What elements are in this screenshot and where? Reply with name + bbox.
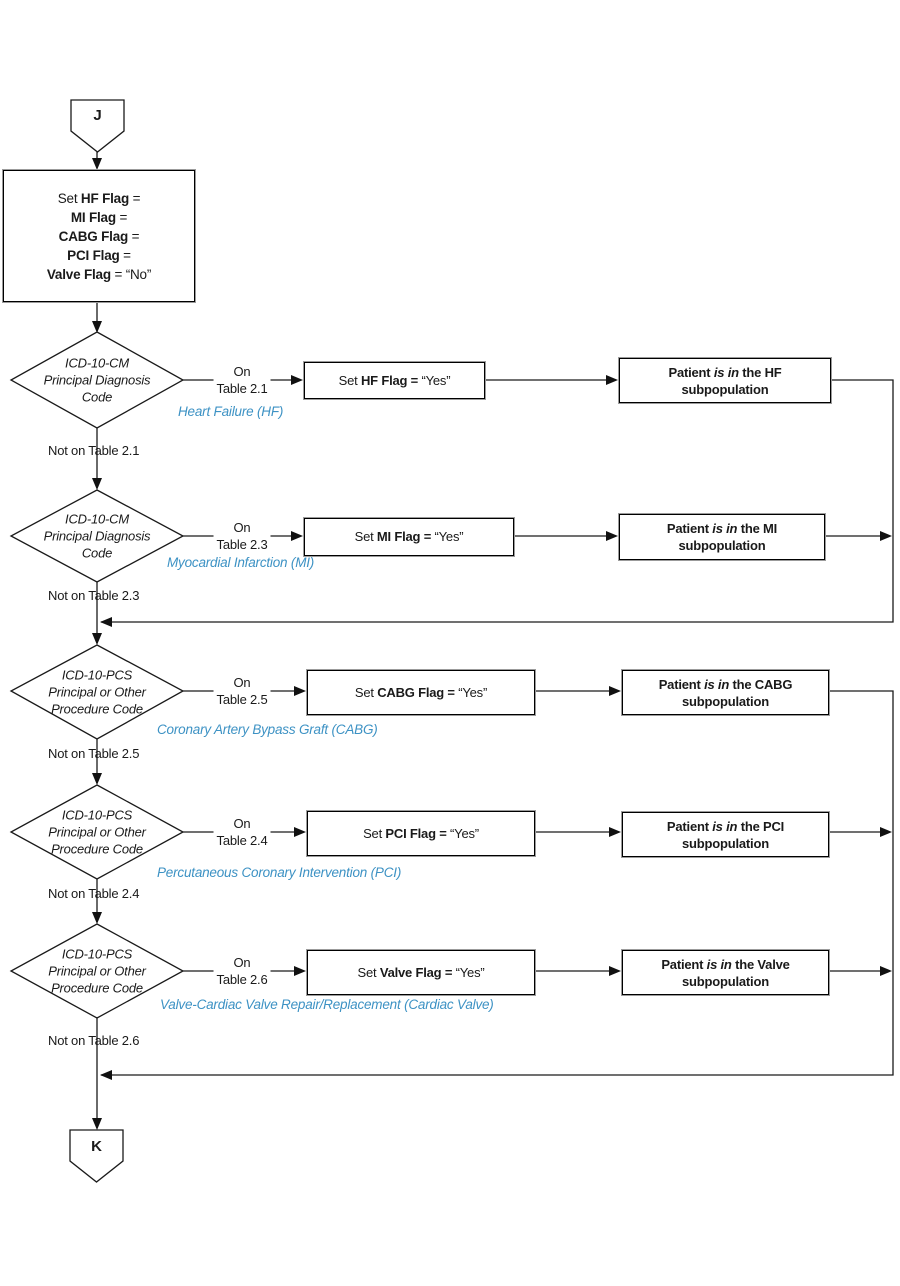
arrowhead	[100, 1070, 112, 1080]
decision-text-cabg: ICD-10-PCS Principal or Other Procedure …	[48, 667, 146, 717]
init-line-mi: MI Flag =	[70, 209, 128, 225]
arrowhead	[92, 1118, 102, 1130]
on-table-label-valve: On Table 2.6	[213, 954, 271, 988]
arrowhead	[291, 531, 303, 541]
set-hf-flag-box: Set HF Flag = “Yes”	[304, 362, 485, 399]
patient-hf-subpopulation-box: Patient is in the HF subpopulation	[619, 358, 831, 403]
set-cabg-flag-box: Set CABG Flag = “Yes”	[307, 670, 535, 715]
arrowhead	[92, 478, 102, 490]
rail-hf-mi-merge	[101, 379, 894, 623]
arrowhead	[606, 375, 618, 385]
arrowhead	[291, 375, 303, 385]
init-flags-box: Set HF Flag = MI Flag = CABG Flag = PCI …	[3, 170, 195, 302]
category-label-mi: Myocardial Infarction (MI)	[167, 555, 315, 570]
decision-diamond-2	[9, 489, 185, 583]
connector-lines	[96, 152, 894, 1128]
init-line-valve: Valve Flag = “No”	[46, 266, 152, 282]
decision-text-hf: ICD-10-CM Principal Diagnosis Code	[43, 355, 151, 405]
not-on-label-valve: Not on Table 2.6	[48, 1033, 140, 1048]
init-line-pci: PCI Flag =	[67, 247, 131, 263]
arrowhead	[92, 158, 102, 170]
category-label-pci: Percutaneous Coronary Intervention (PCI)	[157, 865, 402, 880]
arrowhead	[606, 531, 618, 541]
decision-diamond-3	[9, 644, 185, 740]
arrowhead	[609, 827, 621, 837]
not-on-label-mi: Not on Table 2.3	[48, 588, 140, 603]
arrowhead	[92, 633, 102, 645]
connector-j-label: J	[93, 107, 102, 124]
not-on-label-hf: Not on Table 2.1	[48, 443, 140, 458]
arrowhead	[92, 773, 102, 785]
arrowhead	[294, 966, 306, 976]
arrowhead	[880, 531, 892, 541]
arrowheads	[92, 158, 892, 1130]
off-page-connector-k-shape	[69, 1129, 124, 1183]
decision-diamond-1	[9, 331, 185, 429]
decision-diamond-5	[9, 923, 185, 1019]
init-line-hf: Set HF Flag =	[57, 190, 141, 206]
rail-cabg-pci-valve-merge	[101, 690, 894, 1076]
category-label-hf: Heart Failure (HF)	[178, 404, 284, 419]
set-pci-flag-box: Set PCI Flag = “Yes”	[307, 811, 535, 856]
patient-pci-subpopulation-box: Patient is in the PCI subpopulation	[622, 812, 829, 857]
arrowhead	[609, 686, 621, 696]
on-table-label-cabg: On Table 2.5	[213, 674, 271, 708]
not-on-label-cabg: Not on Table 2.5	[48, 746, 140, 761]
patient-cabg-subpopulation-box: Patient is in the CABG subpopulation	[622, 670, 829, 715]
arrowhead	[609, 966, 621, 976]
decision-diamond-4	[9, 784, 185, 880]
off-page-connector-j-shape	[70, 99, 125, 153]
arrowhead	[880, 966, 892, 976]
on-table-label-mi: On Table 2.3	[213, 519, 271, 553]
patient-mi-subpopulation-box: Patient is in the MI subpopulation	[619, 514, 825, 560]
node-shapes	[9, 99, 185, 1183]
not-on-label-pci: Not on Table 2.4	[48, 886, 140, 901]
on-table-label-pci: On Table 2.4	[213, 815, 271, 849]
decision-text-mi: ICD-10-CM Principal Diagnosis Code	[43, 511, 151, 561]
arrowhead	[294, 686, 306, 696]
decision-text-valve: ICD-10-PCS Principal or Other Procedure …	[48, 946, 146, 996]
on-table-label-hf: On Table 2.1	[213, 363, 271, 397]
arrowhead	[92, 321, 102, 333]
arrowhead	[294, 827, 306, 837]
connector-k-label: K	[91, 1138, 102, 1155]
arrowhead	[880, 827, 892, 837]
arrowhead	[92, 912, 102, 924]
set-valve-flag-box: Set Valve Flag = “Yes”	[307, 950, 535, 995]
init-line-cabg: CABG Flag =	[58, 228, 140, 244]
category-label-valve: Valve-Cardiac Valve Repair/Replacement (…	[160, 997, 494, 1012]
set-mi-flag-box: Set MI Flag = “Yes”	[304, 518, 514, 556]
category-label-cabg: Coronary Artery Bypass Graft (CABG)	[157, 722, 378, 737]
patient-valve-subpopulation-box: Patient is in the Valve subpopulation	[622, 950, 829, 995]
arrowhead	[100, 617, 112, 627]
decision-text-pci: ICD-10-PCS Principal or Other Procedure …	[48, 807, 146, 857]
